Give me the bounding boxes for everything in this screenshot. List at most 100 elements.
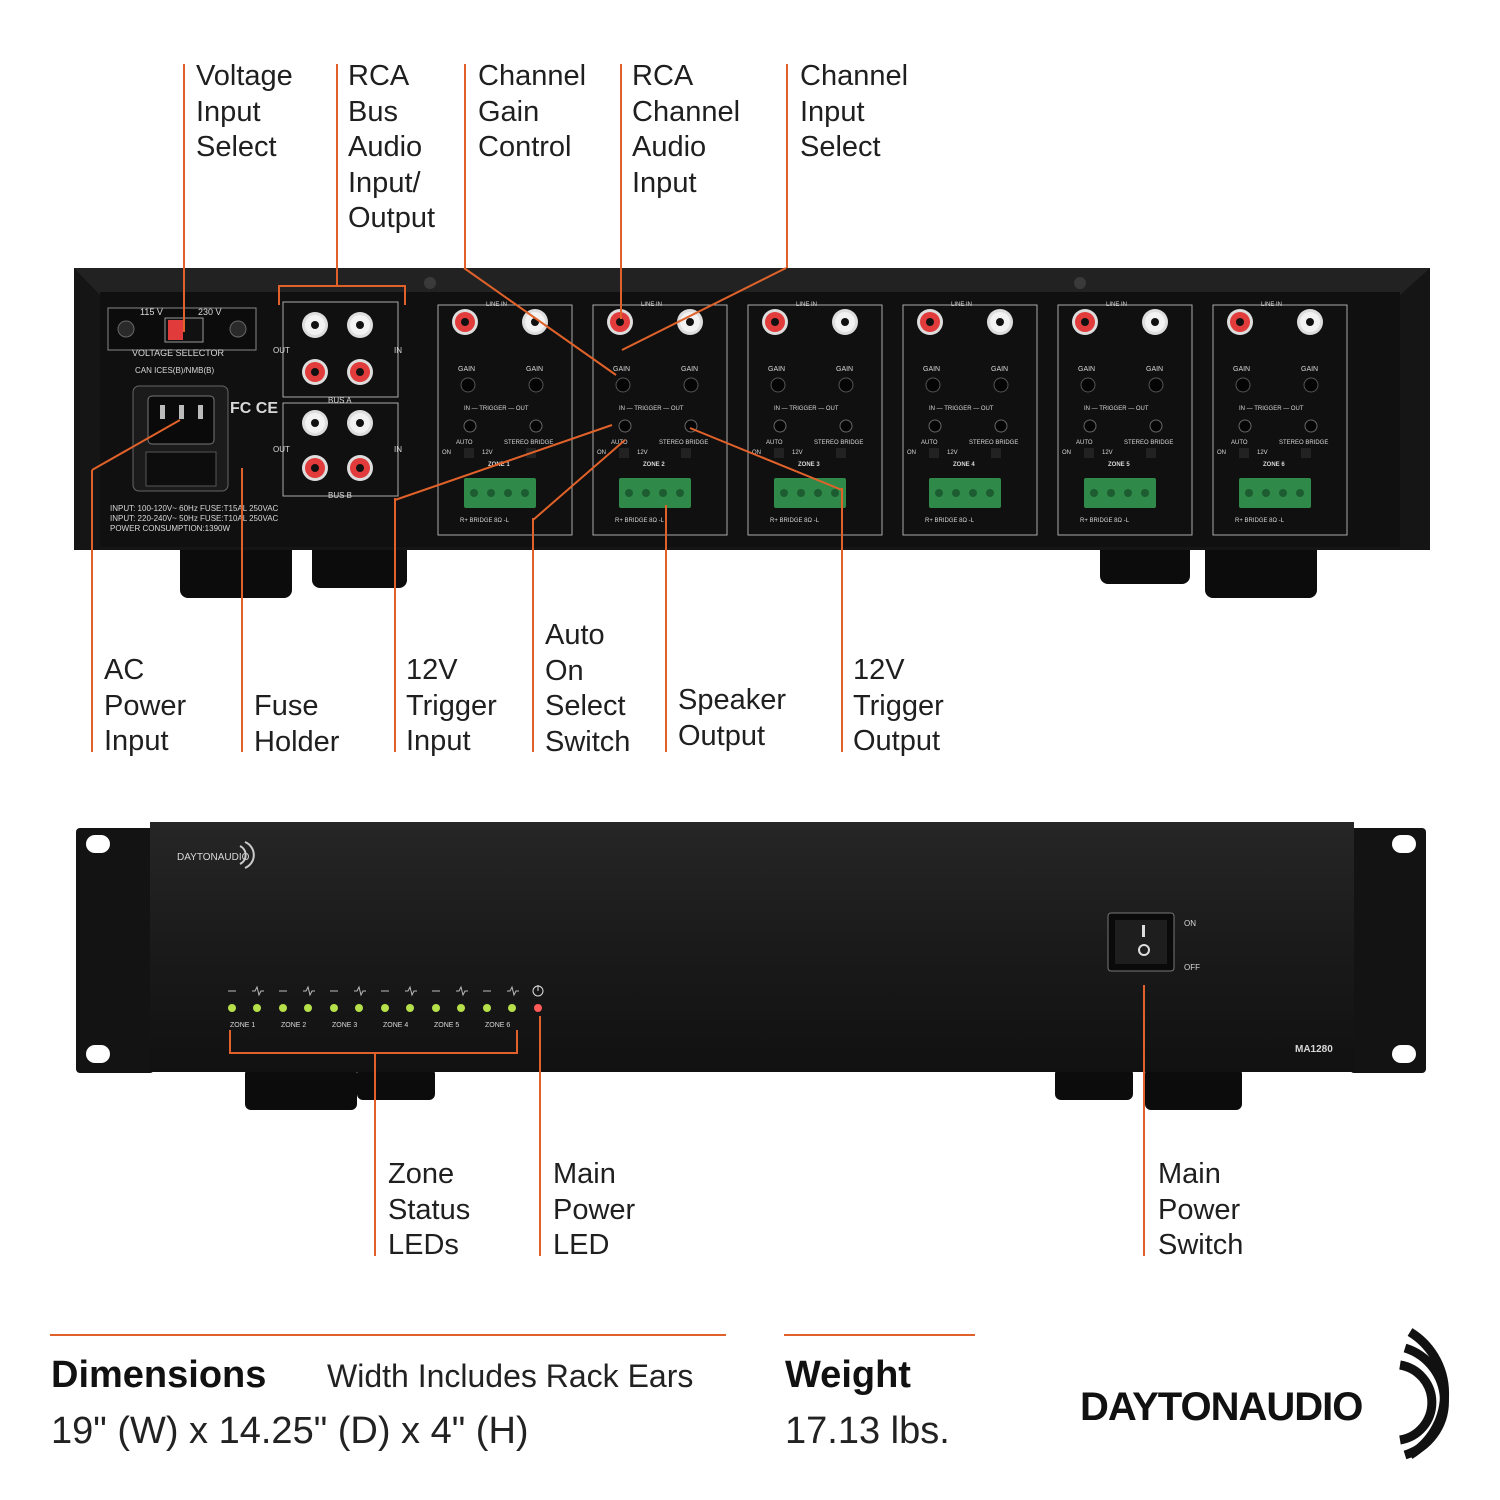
front-zone-label: ZONE 4 <box>383 1022 408 1029</box>
dimensions-note: Width Includes Rack Ears <box>327 1358 694 1394</box>
trigger-in-jack[interactable] <box>1083 419 1097 433</box>
trigger-in-jack[interactable] <box>463 419 477 433</box>
line-fuse <box>241 468 243 752</box>
gain-label: GAIN <box>1146 366 1163 373</box>
callout-voltage-input-select: Voltage Input Select <box>196 60 293 163</box>
zone-protect-led <box>304 1004 312 1012</box>
trigger-label: IN — TRIGGER — OUT <box>774 406 839 412</box>
line-auto-on <box>532 518 534 752</box>
gain-knob[interactable] <box>838 377 854 393</box>
on-label: ON <box>1062 450 1071 456</box>
trigger-out-jack[interactable] <box>1304 419 1318 433</box>
voltage-selector: 115 V 230 V VOLTAGE SELECTOR CAN ICES(B)… <box>107 307 257 375</box>
speaker-terminal[interactable] <box>1084 478 1156 508</box>
gain-label: GAIN <box>768 366 785 373</box>
gain-knob[interactable] <box>683 377 699 393</box>
gain-knob[interactable] <box>993 377 1009 393</box>
bridge-label: R+ BRIDGE 8Ω -L <box>1235 518 1285 524</box>
stereo-bridge-switch[interactable] <box>1301 448 1311 458</box>
bus-b-in-label: IN <box>394 445 402 454</box>
bridge-label: R+ BRIDGE 8Ω -L <box>925 518 975 524</box>
on-label: ON <box>907 450 916 456</box>
gain-label: GAIN <box>613 366 630 373</box>
stereo-bridge-label: STEREO BRIDGE <box>1279 440 1328 446</box>
front-zone-label: ZONE 6 <box>485 1022 510 1029</box>
gain-knob[interactable] <box>528 377 544 393</box>
gain-label: GAIN <box>836 366 853 373</box>
stereo-bridge-switch[interactable] <box>1146 448 1156 458</box>
stereo-bridge-switch[interactable] <box>836 448 846 458</box>
front-zone-label: ZONE 3 <box>332 1022 357 1029</box>
bridge-label: R+ BRIDGE 8Ω -L <box>615 518 665 524</box>
power-input-2: INPUT: 220-240V~ 50Hz FUSE:T10AL 250VAC <box>110 514 279 523</box>
trigger-in-jack[interactable] <box>928 419 942 433</box>
gain-knob[interactable] <box>1303 377 1319 393</box>
gain-label: GAIN <box>526 366 543 373</box>
front-zone-label: ZONE 1 <box>230 1022 255 1029</box>
power-input-1: INPUT: 100-120V~ 60Hz FUSE:T15AL 250VAC <box>110 504 279 513</box>
auto-on-switch[interactable] <box>929 448 939 458</box>
rear-panel: 115 V 230 V VOLTAGE SELECTOR CAN ICES(B)… <box>74 268 1430 598</box>
callout-auto-on-switch: Auto On Select Switch <box>545 619 631 758</box>
gain-knob[interactable] <box>1080 377 1096 393</box>
weight-value: 17.13 lbs. <box>785 1410 950 1452</box>
gain-knob[interactable] <box>1235 377 1251 393</box>
gain-label: GAIN <box>1233 366 1250 373</box>
v12-label: 12V <box>947 450 958 456</box>
switch-on-label: ON <box>1184 919 1196 928</box>
gain-knob[interactable] <box>1148 377 1164 393</box>
line-channel-gain <box>464 64 466 268</box>
speaker-terminal[interactable] <box>929 478 1001 508</box>
switch-off-label: OFF <box>1184 963 1200 972</box>
zone-protect-led <box>406 1004 414 1012</box>
gain-knob[interactable] <box>615 377 631 393</box>
zone-protect-led <box>508 1004 516 1012</box>
auto-on-switch[interactable] <box>1239 448 1249 458</box>
on-label: ON <box>752 450 761 456</box>
zone-label: ZONE 5 <box>1108 462 1130 468</box>
ac-inlet <box>132 385 229 492</box>
speaker-terminal[interactable] <box>774 478 846 508</box>
trigger-in-jack[interactable] <box>1238 419 1252 433</box>
callout-rca-channel-audio: RCA Channel Audio Input <box>632 60 741 199</box>
line-ac-power <box>91 470 93 752</box>
trigger-out-jack[interactable] <box>1149 419 1163 433</box>
speaker-terminal[interactable] <box>619 478 691 508</box>
callout-zone-status-leds: Zone Status LEDs <box>388 1158 471 1261</box>
dimensions-value: 19" (W) x 14.25" (D) x 4" (H) <box>51 1410 529 1452</box>
stereo-bridge-label: STEREO BRIDGE <box>504 440 553 446</box>
trigger-in-jack[interactable] <box>773 419 787 433</box>
callout-fuse-holder: Fuse Holder <box>254 690 340 758</box>
line-trigger-output <box>841 488 843 752</box>
line-speaker <box>665 505 667 752</box>
line-in-label: LINE IN <box>486 302 507 308</box>
voltage-115-label: 115 V <box>140 307 163 317</box>
speaker-terminal[interactable] <box>1239 478 1311 508</box>
auto-on-switch[interactable] <box>464 448 474 458</box>
speaker-terminal[interactable] <box>464 478 536 508</box>
on-label: ON <box>1217 450 1226 456</box>
line-rca-bus <box>336 64 338 286</box>
auto-on-switch[interactable] <box>619 448 629 458</box>
stereo-bridge-switch[interactable] <box>681 448 691 458</box>
stereo-bridge-switch[interactable] <box>991 448 1001 458</box>
line-in-label: LINE IN <box>796 302 817 308</box>
gain-knob[interactable] <box>460 377 476 393</box>
auto-on-switch[interactable] <box>774 448 784 458</box>
gain-knob[interactable] <box>925 377 941 393</box>
trigger-out-jack[interactable] <box>994 419 1008 433</box>
bus-panel: BUS A BUS B OUT IN OUT IN <box>273 301 402 500</box>
bus-a-label: BUS A <box>328 396 352 405</box>
zone-label: ZONE 2 <box>643 462 665 468</box>
trigger-out-jack[interactable] <box>529 419 543 433</box>
trigger-out-jack[interactable] <box>839 419 853 433</box>
power-switch[interactable] <box>1107 912 1175 972</box>
on-label: ON <box>597 450 606 456</box>
auto-on-switch[interactable] <box>1084 448 1094 458</box>
trigger-in-jack[interactable] <box>618 419 632 433</box>
gain-knob[interactable] <box>770 377 786 393</box>
line-rca-bus-bracket <box>278 285 406 287</box>
voltage-selector-label: VOLTAGE SELECTOR <box>132 348 225 358</box>
